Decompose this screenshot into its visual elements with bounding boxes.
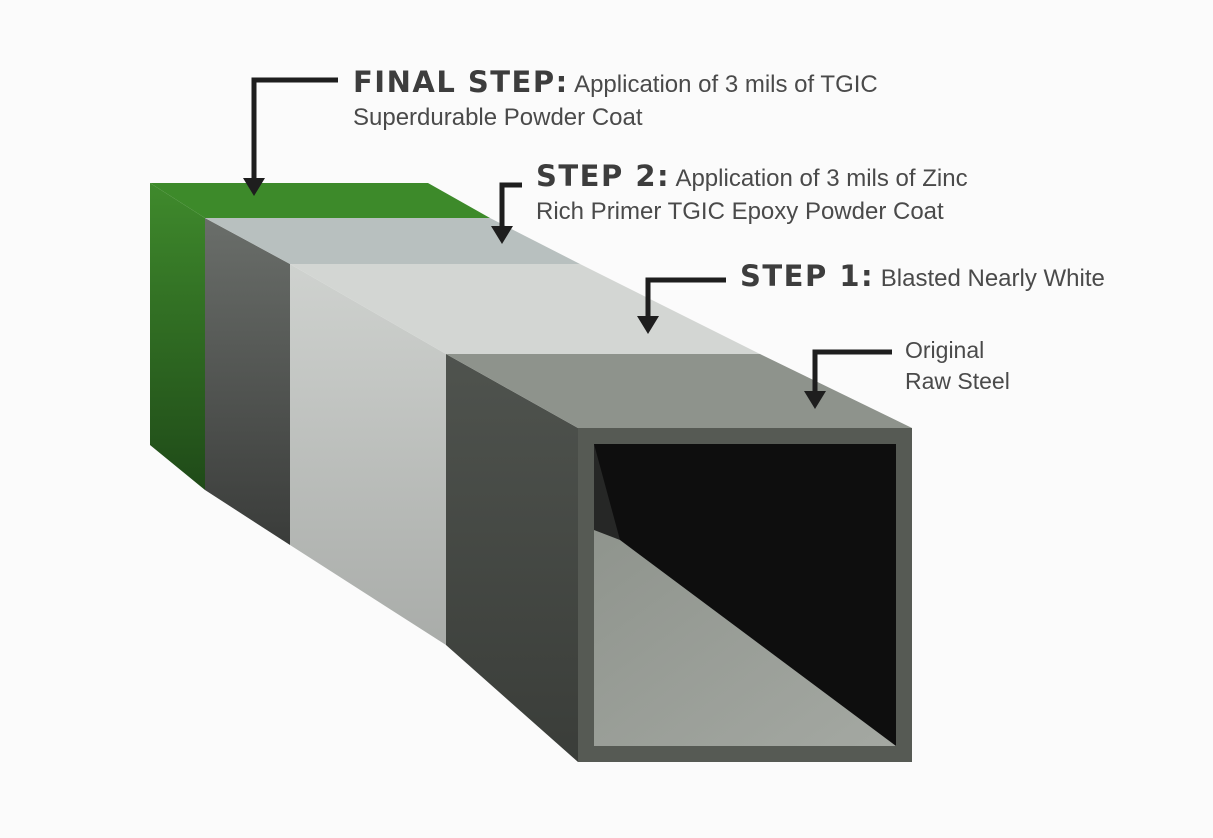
step-2-heading: STEP 2: bbox=[536, 159, 671, 193]
raw-steel-line2: Raw Steel bbox=[905, 368, 1010, 394]
raw-steel-side bbox=[446, 354, 578, 762]
arrow-final-step bbox=[243, 77, 338, 196]
final-step-heading: FINAL STEP: bbox=[353, 65, 569, 99]
final-coat-top bbox=[150, 183, 490, 218]
primer-side bbox=[205, 218, 290, 545]
final-coat-side bbox=[150, 183, 205, 490]
blasted-top bbox=[290, 264, 760, 354]
arrow-raw-steel bbox=[804, 349, 892, 409]
arrow-step-1 bbox=[637, 277, 726, 334]
raw-steel-top bbox=[446, 354, 912, 428]
step-1-heading: STEP 1: bbox=[740, 259, 875, 293]
tube-inner-floor bbox=[594, 530, 896, 746]
final-step-desc-line2: Superdurable Powder Coat bbox=[353, 104, 643, 131]
raw-steel-line1: Original bbox=[905, 337, 985, 363]
step-1-label: STEP 1: Blasted Nearly White bbox=[740, 260, 1105, 295]
primer-top bbox=[205, 218, 580, 264]
step-1-desc: Blasted Nearly White bbox=[880, 265, 1105, 292]
step-2-desc-line1: Application of 3 mils of Zinc bbox=[675, 165, 968, 192]
final-step-label: FINAL STEP: Application of 3 mils of TGI… bbox=[353, 66, 878, 134]
step-2-desc-line2: Rich Primer TGIC Epoxy Powder Coat bbox=[536, 198, 944, 225]
blasted-side bbox=[290, 264, 446, 645]
step-2-label: STEP 2: Application of 3 mils of Zinc Ri… bbox=[536, 160, 968, 228]
raw-steel-label: Original Raw Steel bbox=[905, 335, 1010, 397]
final-step-desc-line1: Application of 3 mils of TGIC bbox=[574, 71, 878, 98]
arrow-step-2 bbox=[491, 182, 522, 244]
